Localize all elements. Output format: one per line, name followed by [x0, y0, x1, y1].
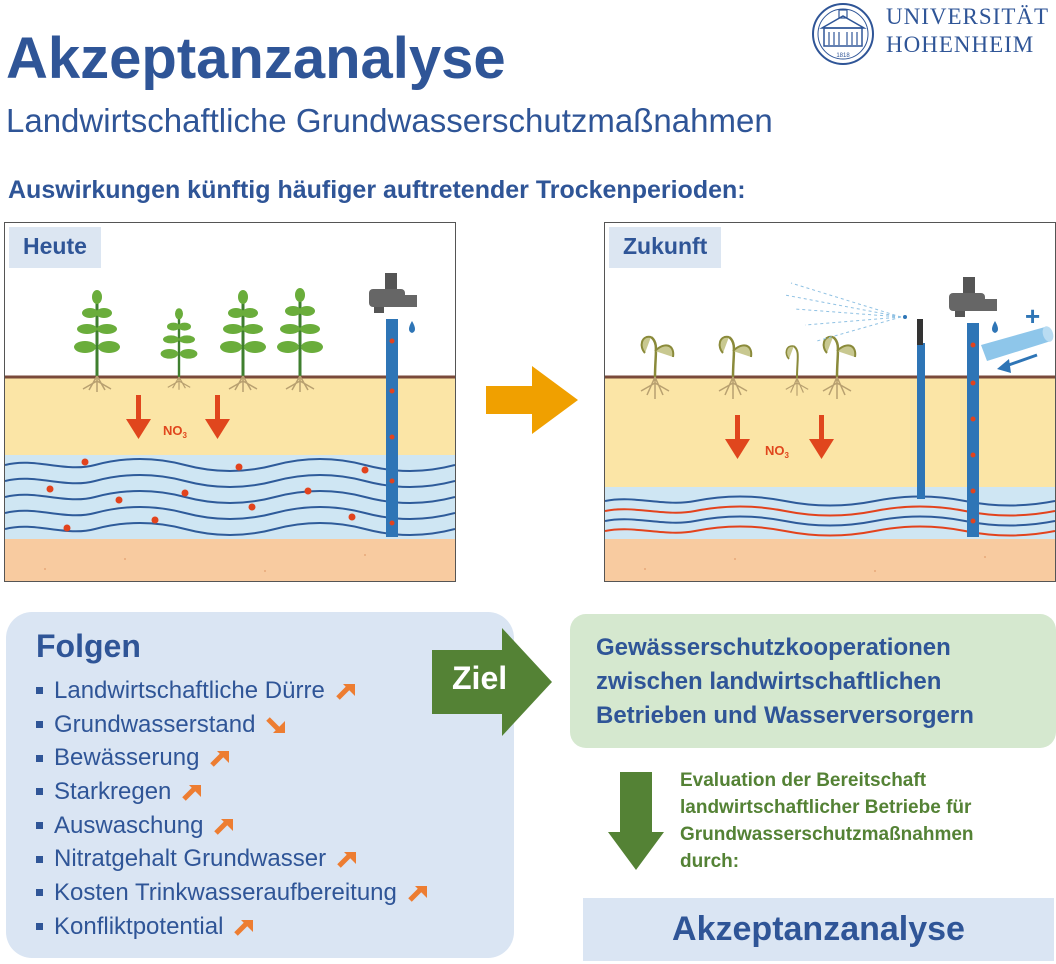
bullet-icon: [36, 754, 43, 762]
bullet-icon: [36, 855, 43, 863]
consequence-item: Bewässerung: [36, 741, 431, 775]
trend-arrow-icon: [266, 716, 286, 733]
trend-arrow-icon: [337, 852, 357, 869]
plant-icon: [220, 290, 266, 392]
wilted-plant-icon: [640, 335, 675, 399]
page-subtitle: Landwirtschaftliche Grundwasserschutzmaß…: [6, 102, 773, 139]
today-nitrate-sub: 3: [183, 431, 188, 440]
university-seal-icon: 1818: [812, 3, 874, 65]
down-arrow-icon: [608, 772, 664, 870]
logo-year: 1818: [836, 53, 850, 59]
bullet-icon: [36, 923, 43, 931]
page-title: Akzeptanzanalyse: [6, 26, 506, 91]
today-nitrate-label: NO: [163, 423, 183, 438]
consequence-label: Grundwasserstand: [54, 710, 256, 738]
consequence-label: Landwirtschaftliche Dürre: [54, 676, 325, 704]
goal-line-1: Gewässerschutzkooperationen: [596, 634, 951, 661]
well-pipe: [386, 319, 398, 537]
consequence-label: Nitratgehalt Grundwasser: [54, 845, 327, 873]
plus-sign: +: [1025, 301, 1040, 331]
panel-label-today: Heute: [9, 227, 101, 268]
trend-arrow-icon: [214, 818, 234, 835]
wilted-plant-icon: [822, 335, 857, 399]
consequence-item: Grundwasserstand: [36, 708, 431, 742]
wilted-plant-icon: [785, 345, 809, 396]
goal-arrow-icon: [432, 628, 552, 736]
trend-arrow-icon: [210, 751, 230, 767]
future-illustration: NO3: [605, 277, 1055, 581]
goal-line-2: zwischen landwirtschaftlichen: [596, 668, 942, 695]
result-label: Akzeptanzanalyse: [672, 910, 965, 948]
result-box: Akzeptanzanalyse: [583, 898, 1054, 961]
university-logo: 1818 UNIVERSITÄT HOHENHEIM: [810, 2, 1056, 66]
water-tap-icon: [949, 277, 998, 333]
bullet-icon: [36, 889, 43, 897]
consequence-item: Starkregen: [36, 775, 431, 809]
bullet-icon: [36, 788, 43, 796]
consequence-item: Nitratgehalt Grundwasser: [36, 842, 431, 876]
consequences-box: Folgen Landwirtschaftliche Dürre Grundwa…: [6, 612, 514, 958]
trend-arrow-icon: [336, 683, 355, 700]
future-nitrate-sub: 3: [785, 451, 790, 460]
consequence-label: Bewässerung: [54, 744, 200, 772]
consequence-label: Starkregen: [54, 777, 172, 805]
logo-text-line1: UNIVERSITÄT: [886, 4, 1050, 29]
plant-icon: [160, 308, 198, 390]
plant-icon: [74, 290, 120, 392]
consequence-label: Auswaschung: [54, 811, 204, 839]
logo-text-line2: HOHENHEIM: [886, 32, 1035, 57]
consequence-item: Landwirtschaftliche Dürre: [36, 674, 431, 708]
trend-arrow-icon: [182, 784, 202, 801]
consequence-item: Auswaschung: [36, 809, 431, 843]
bullet-icon: [36, 822, 43, 830]
plant-icon: [277, 288, 323, 392]
trend-arrow-icon: [408, 885, 427, 902]
future-nitrate-label: NO: [765, 443, 785, 458]
bullet-icon: [36, 687, 43, 695]
consequence-item: Kosten Trinkwasseraufbereitung: [36, 876, 431, 910]
panel-label-future: Zukunft: [609, 227, 722, 268]
consequence-label: Kosten Trinkwasseraufbereitung: [54, 878, 397, 906]
goal-box: Gewässerschutzkooperationen zwischen lan…: [570, 614, 1056, 748]
svg-text:NO3: NO3: [765, 443, 790, 460]
consequence-item: Konfliktpotential: [36, 910, 431, 944]
evaluation-line-2: landwirtschaftlicher Betriebe für: [680, 797, 972, 818]
evaluation-line-1: Evaluation der Bereitschaft: [680, 770, 927, 791]
bullet-icon: [36, 721, 43, 729]
well-pipe: [967, 323, 979, 537]
water-demand-icon: [981, 326, 1054, 373]
water-tap-icon: [369, 273, 417, 333]
sprinkler-icon: [784, 282, 925, 499]
consequence-label: Konfliktpotential: [54, 912, 224, 940]
svg-text:NO3: NO3: [163, 423, 188, 440]
evaluation-line-3: Grundwasserschutzmaßnahmen: [680, 824, 974, 845]
today-illustration: NO3: [5, 273, 455, 581]
consequences-title: Folgen: [36, 628, 141, 664]
evaluation-line-4: durch:: [680, 851, 740, 872]
trend-arrow-icon: [234, 919, 254, 936]
transition-arrow-icon: [486, 366, 578, 434]
consequences-list: Landwirtschaftliche Dürre Grundwassersta…: [36, 674, 431, 944]
goal-arrow-label: Ziel: [452, 660, 508, 696]
panel-today: NO3: [4, 222, 456, 582]
wilted-plant-icon: [718, 335, 753, 399]
section-heading: Auswirkungen künftig häufiger auftretend…: [8, 176, 746, 204]
panel-future: NO3: [604, 222, 1056, 582]
goal-line-3: Betrieben und Wasserversorgern: [596, 702, 974, 729]
